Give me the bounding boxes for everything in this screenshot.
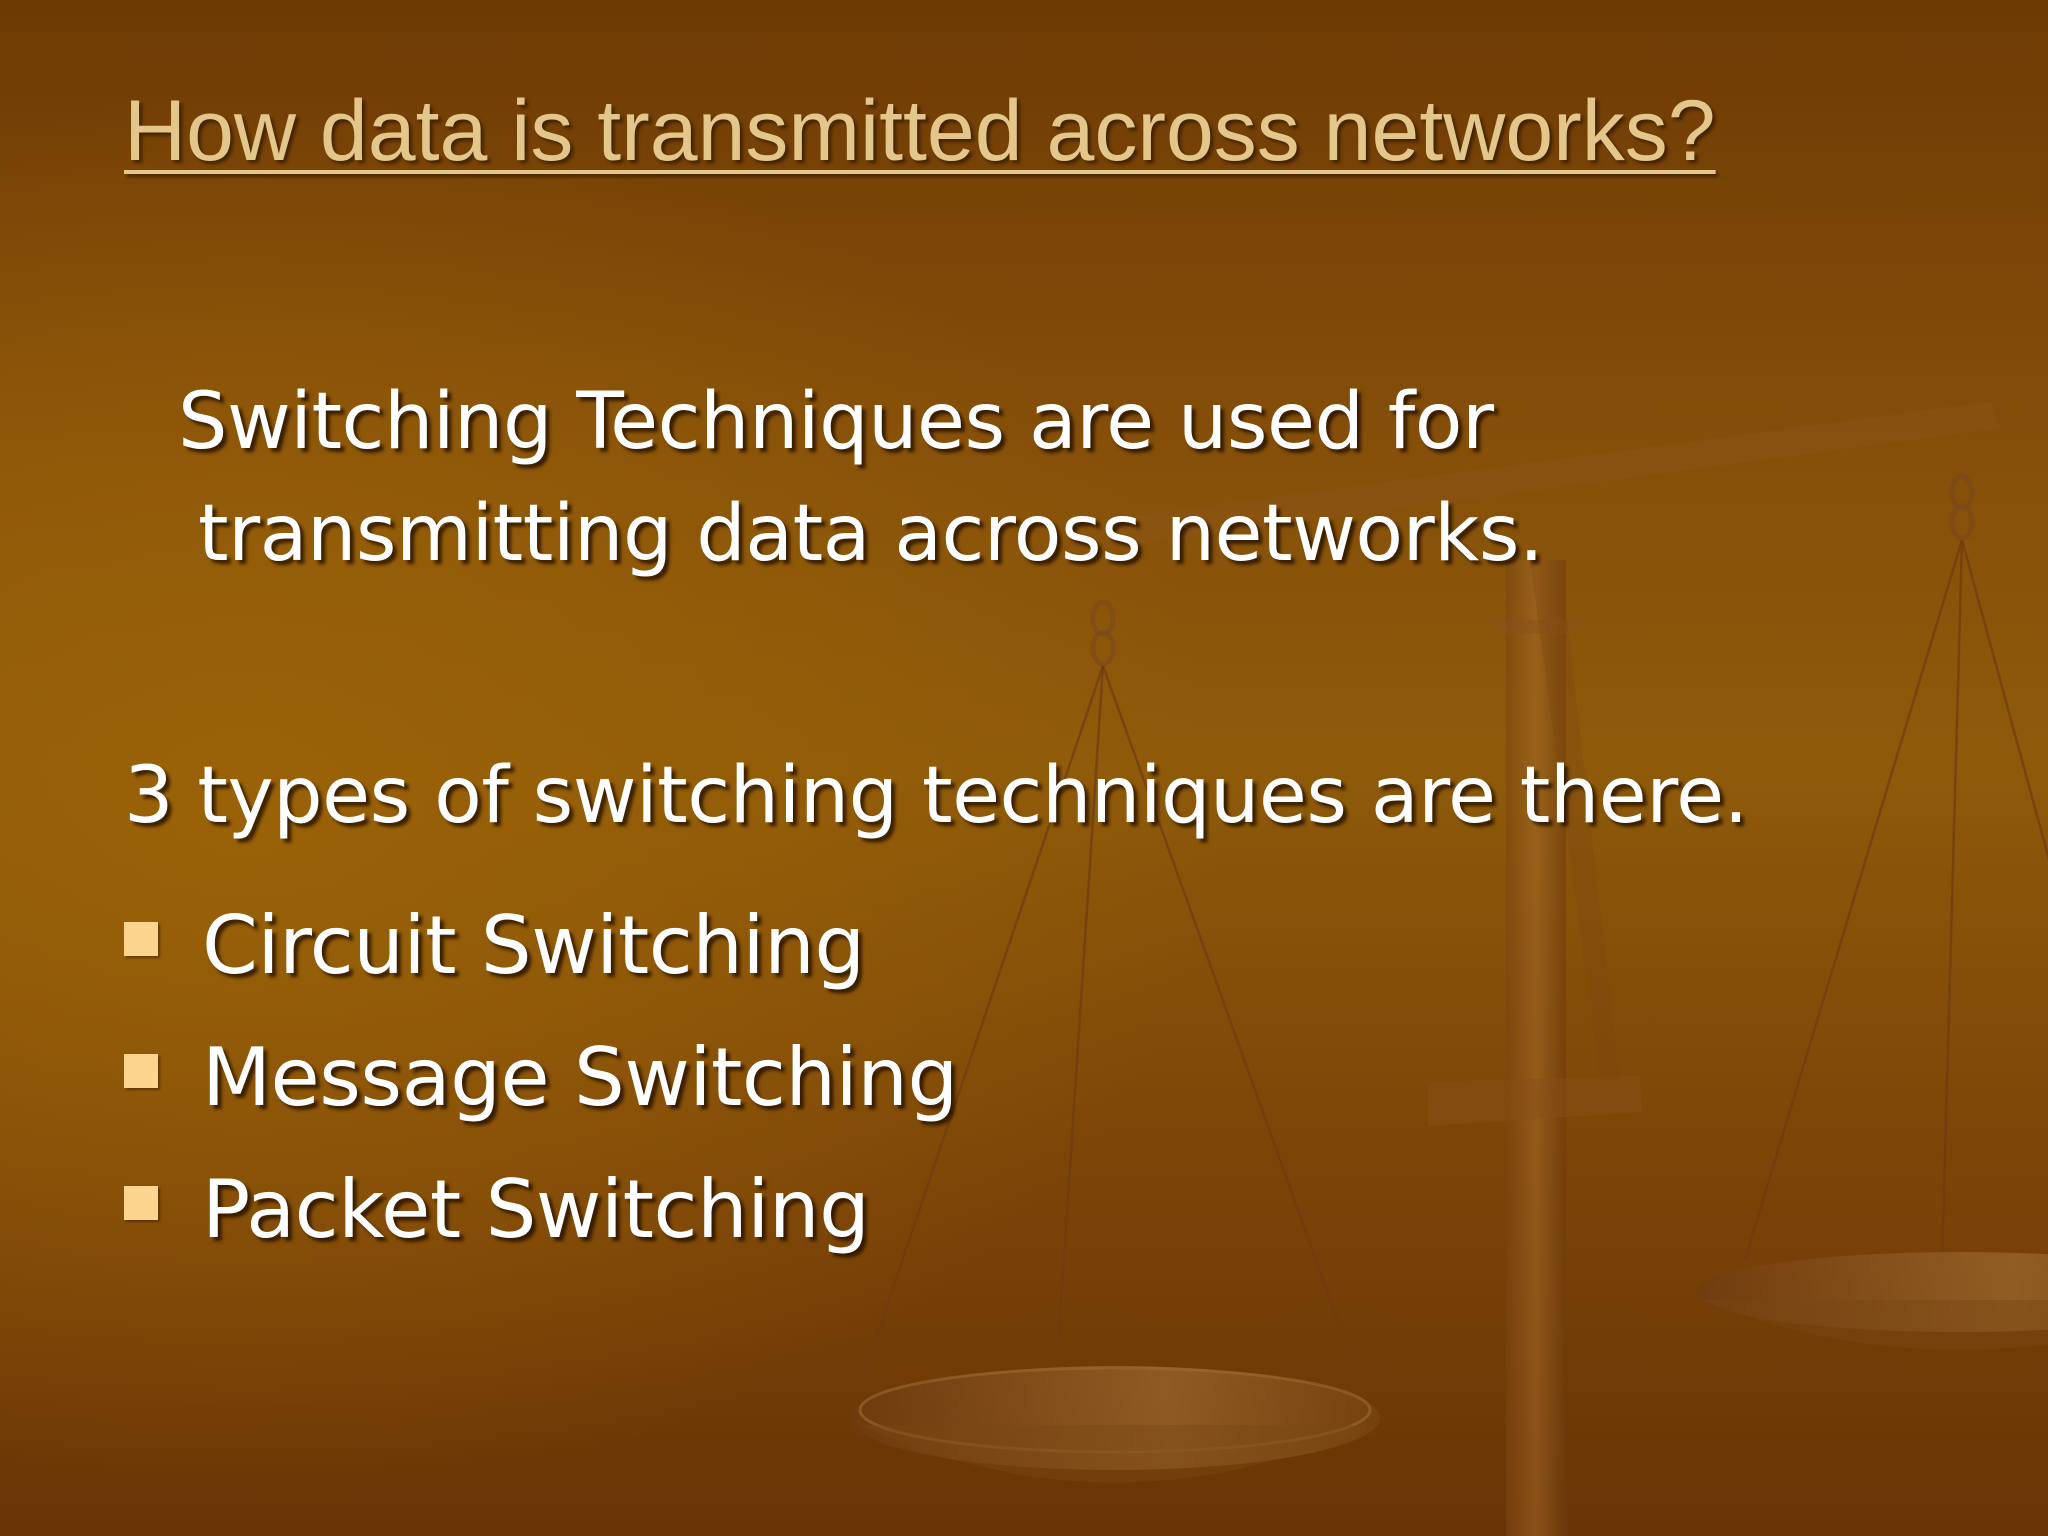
intro-text-line-1: Switching Techniques are used for	[178, 377, 1494, 467]
list-item-label: Packet Switching	[202, 1163, 870, 1256]
square-bullet-icon	[124, 1186, 158, 1220]
list-item: Circuit Switching	[124, 880, 958, 1012]
list-item: Message Switching	[124, 1012, 958, 1144]
slide-title: How data is transmitted across networks?	[124, 83, 1716, 179]
list-item-label: Circuit Switching	[202, 899, 865, 992]
switching-types-list: Circuit Switching Message Switching Pack…	[124, 880, 958, 1276]
types-statement: 3 types of switching techniques are ther…	[124, 751, 1748, 841]
square-bullet-icon	[124, 922, 158, 956]
intro-text-line-2: transmitting data across networks.	[198, 489, 1544, 579]
list-item-label: Message Switching	[202, 1031, 958, 1124]
list-item: Packet Switching	[124, 1144, 958, 1276]
square-bullet-icon	[124, 1054, 158, 1088]
